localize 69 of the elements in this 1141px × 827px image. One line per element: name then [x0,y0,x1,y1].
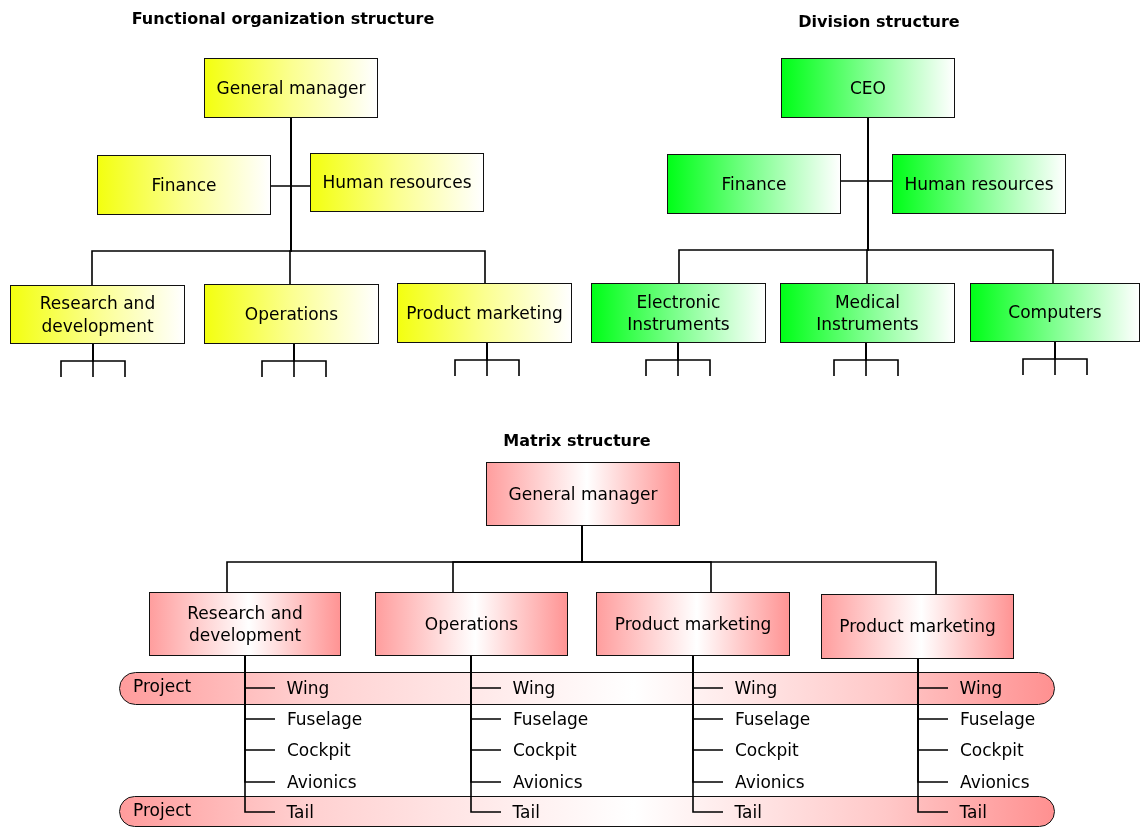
box-label: Product marketing [405,301,564,325]
component-label: Wing [722,674,833,701]
project-band [119,796,1055,827]
project-band [119,672,1055,705]
box-label: Electronic Instruments [626,290,731,336]
component-label: Tail [274,798,385,825]
section-title: Matrix structure [503,431,651,450]
connector-line [1054,341,1088,376]
box-label: Human resources [903,172,1055,196]
component-label: Tail [947,798,1058,825]
connector-line [92,343,126,378]
component-label: Fuselage [275,706,385,732]
component-label: Cockpit [948,737,1058,763]
component-label: Cockpit [275,737,385,763]
box-label: Product marketing [838,615,997,638]
component-label: Avionics [723,769,833,795]
component-label: Fuselage [501,706,611,732]
department-box [97,155,271,215]
department-box [149,592,341,656]
connector-line [293,343,327,378]
component-label: Avionics [275,769,385,795]
band-label: Project [133,800,192,820]
box-label: Product marketing [613,612,773,636]
component-label: Avionics [948,769,1058,795]
box-label: Research and development [186,601,304,647]
box-label: Finance [720,172,788,196]
connector-line [867,117,1054,284]
component-label: Cockpit [723,737,833,763]
department-box [821,594,1014,659]
box-label: Operations [423,612,520,636]
department-box [781,58,955,118]
department-box [10,285,185,344]
box-label: Finance [150,173,218,197]
box-label: General manager [215,76,367,100]
connector-line [486,342,520,377]
component-label: Wing [274,674,385,701]
component-label: Fuselage [948,706,1058,732]
section-title: Division structure [798,12,960,31]
department-box [667,154,841,214]
component-label: Wing [947,674,1058,701]
box-label: Human resources [321,171,473,194]
box-label: Medical Instruments [815,290,920,336]
department-box [204,58,378,118]
connector-line [865,342,899,377]
department-box [780,283,955,343]
department-box [596,592,790,656]
box-label: CEO [849,76,887,100]
box-label: General manager [507,482,659,506]
department-box [375,592,568,656]
department-box [204,284,379,344]
connector-line [677,342,711,377]
box-label: Computers [1007,301,1103,324]
component-label: Fuselage [723,706,833,732]
department-box [310,153,484,212]
department-box [397,283,572,343]
section-title: Functional organization structure [131,9,435,28]
department-box [591,283,766,343]
component-label: Tail [500,798,611,825]
department-box [970,283,1140,342]
component-label: Tail [722,798,833,825]
box-label: Research and development [38,292,157,337]
connector-line [290,117,486,284]
component-label: Wing [500,674,611,701]
component-label: Avionics [501,769,611,795]
box-label: Operations [243,302,340,326]
component-label: Cockpit [501,737,611,763]
department-box [892,154,1066,214]
department-box [486,462,680,526]
band-label: Project [133,676,192,696]
